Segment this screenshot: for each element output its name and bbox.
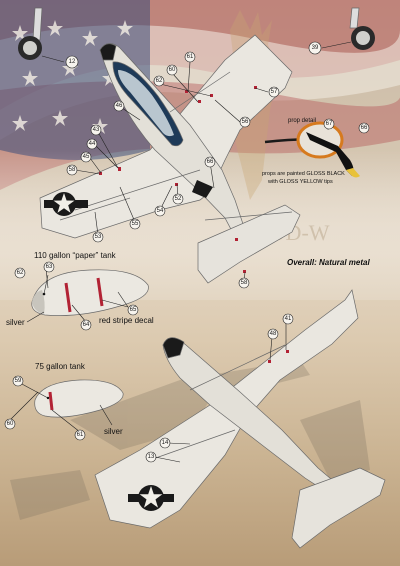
- tank-75-label: 75 gallon tank: [35, 362, 85, 371]
- callout-41: 41: [282, 313, 294, 325]
- svg-text:46: 46: [116, 103, 123, 109]
- svg-text:61: 61: [187, 54, 194, 60]
- svg-text:53: 53: [95, 234, 102, 240]
- callout-66: 66: [358, 122, 370, 134]
- star-insignia-bottom: [128, 485, 174, 511]
- callout-44: 44: [86, 138, 98, 150]
- prop-note-line1: props are painted GLOSS BLACK: [262, 171, 345, 177]
- callout-52: 52: [172, 193, 184, 205]
- svg-text:14: 14: [162, 440, 169, 446]
- svg-text:62: 62: [17, 270, 24, 276]
- callout-60: 60: [166, 64, 178, 76]
- callout-14: 14: [159, 437, 171, 449]
- prop-detail-label: prop detail: [288, 118, 317, 124]
- svg-text:66: 66: [207, 159, 214, 165]
- callout-62b: 62: [14, 267, 26, 279]
- svg-text:56: 56: [242, 119, 249, 125]
- svg-text:41: 41: [285, 316, 292, 322]
- svg-text:58: 58: [69, 167, 76, 173]
- callout-58: 58: [66, 164, 78, 176]
- prop-note-line2: with GLOSS YELLOW tips: [268, 179, 333, 185]
- svg-text:55: 55: [132, 221, 139, 227]
- svg-text:59: 59: [15, 378, 22, 384]
- bottom-aircraft: [94, 289, 386, 549]
- svg-text:39: 39: [312, 45, 319, 51]
- star-insignia-top: [44, 192, 88, 216]
- callout-57: 57: [268, 86, 280, 98]
- tank-75-gallon: [34, 379, 124, 418]
- top-aircraft: [39, 34, 301, 284]
- callout-48: 48: [267, 328, 279, 340]
- svg-text:45: 45: [83, 154, 90, 160]
- svg-text:12: 12: [69, 59, 76, 65]
- callout-54: 54: [154, 205, 166, 217]
- svg-text:61: 61: [77, 432, 84, 438]
- callout-12: 12: [65, 55, 79, 69]
- callout-45: 45: [80, 151, 92, 163]
- svg-text:43: 43: [93, 127, 100, 133]
- tank-110-label: 110 gallon “paper” tank: [34, 251, 116, 260]
- svg-text:48: 48: [270, 331, 277, 337]
- callout-58b: 58: [238, 277, 250, 289]
- callout-62: 62: [153, 75, 165, 87]
- svg-text:57: 57: [271, 89, 278, 95]
- callout-43: 43: [90, 124, 102, 136]
- callouts: 12 39 61 60 62 57 46 56 43 44 45 58 66 5…: [4, 41, 370, 463]
- callout-59: 59: [12, 375, 24, 387]
- silver-label-2: silver: [104, 427, 123, 436]
- callout-55: 55: [129, 218, 141, 230]
- callout-60b: 60: [4, 418, 16, 430]
- svg-text:60: 60: [7, 421, 14, 427]
- svg-text:63: 63: [46, 264, 53, 270]
- callout-64: 64: [80, 319, 92, 331]
- tank-110-gallon: [31, 269, 149, 316]
- callout-39: 39: [308, 41, 322, 55]
- wheel-detail-left: [18, 7, 65, 63]
- callout-13: 13: [145, 451, 157, 463]
- overall-finish-label: Overall: Natural metal: [287, 258, 370, 267]
- callout-65: 65: [127, 304, 139, 316]
- callout-63: 63: [43, 261, 55, 273]
- red-stripe-label: red stripe decal: [99, 316, 154, 325]
- svg-text:52: 52: [175, 196, 182, 202]
- callout-56: 56: [239, 116, 251, 128]
- svg-text:58: 58: [241, 280, 248, 286]
- svg-text:64: 64: [83, 322, 90, 328]
- callout-46: 46: [113, 100, 125, 112]
- svg-text:60: 60: [169, 67, 176, 73]
- svg-text:62: 62: [156, 78, 163, 84]
- callout-61: 61: [184, 51, 196, 63]
- wheel-detail-right: [321, 7, 375, 50]
- prop-detail-illustration: [264, 121, 360, 178]
- svg-text:67: 67: [326, 121, 333, 127]
- svg-text:13: 13: [148, 454, 155, 460]
- callout-61b: 61: [74, 429, 86, 441]
- svg-text:54: 54: [157, 208, 164, 214]
- svg-text:66: 66: [361, 125, 368, 131]
- svg-text:44: 44: [89, 141, 96, 147]
- leader-lines: [9, 61, 287, 463]
- callout-67: 67: [323, 118, 335, 130]
- callout-66a: 66: [204, 156, 216, 168]
- silver-label-1: silver: [6, 318, 25, 327]
- svg-text:65: 65: [130, 307, 137, 313]
- callout-53: 53: [92, 231, 104, 243]
